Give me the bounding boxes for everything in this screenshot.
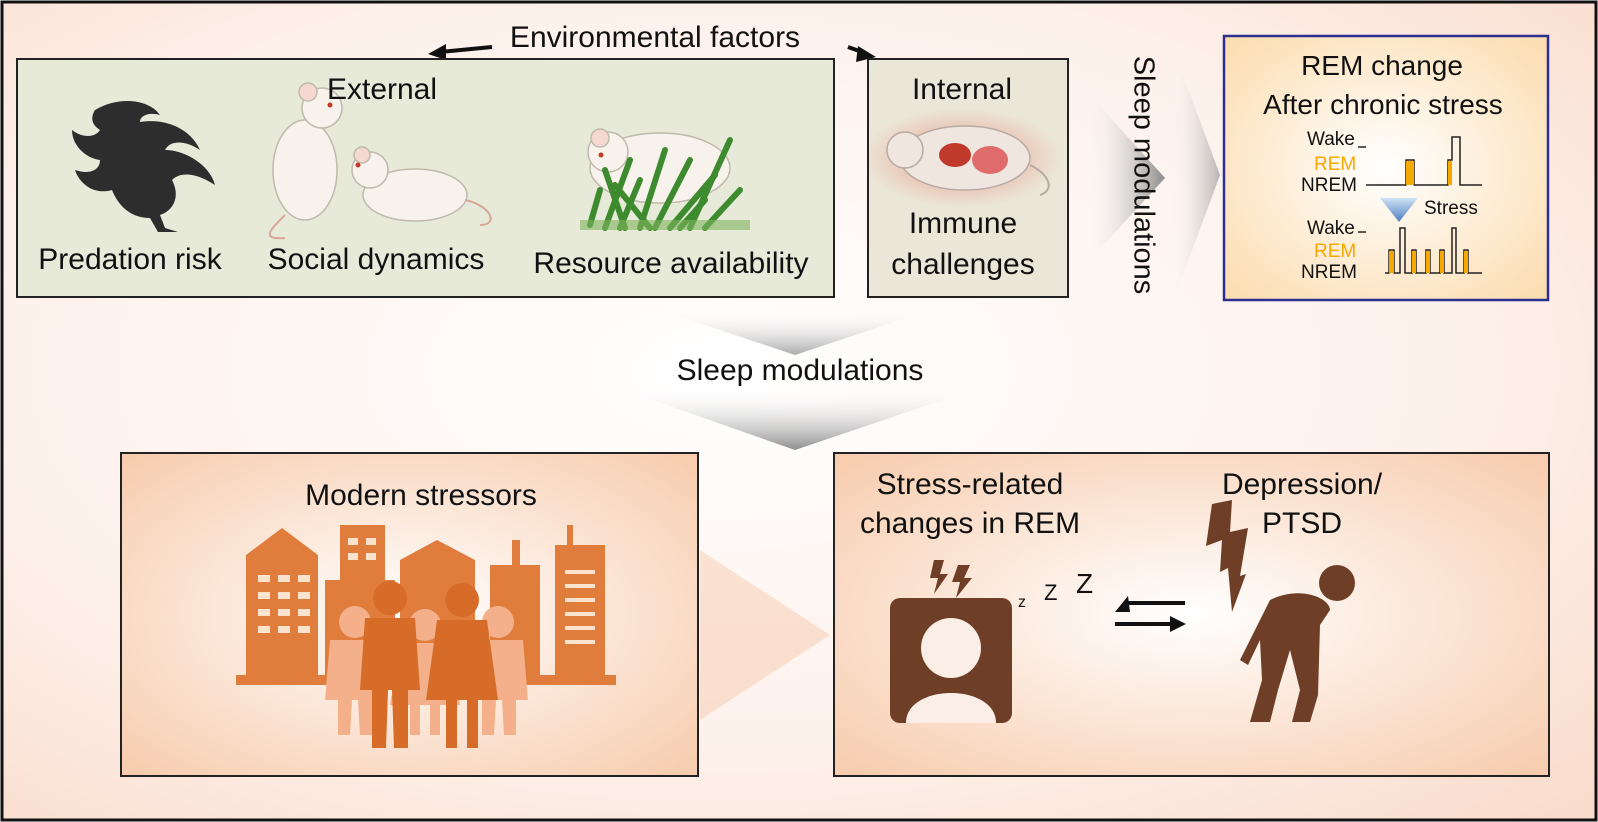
sleep-arrow-down-top — [660, 310, 930, 355]
rem-bars-after — [1389, 251, 1468, 273]
rem-bar — [1406, 161, 1414, 185]
people-front — [360, 581, 498, 748]
internal-heading: Internal — [911, 73, 1013, 106]
hypnogram-nrem-label-after: NREM — [1301, 262, 1357, 283]
hypnogram-nrem-label: NREM — [1301, 175, 1357, 196]
hypnogram-wake-label-after: Wake — [1307, 218, 1355, 239]
building-windows — [258, 538, 595, 644]
sleep-arrow-right — [1085, 90, 1165, 265]
rem-title-line1: REM change — [1301, 50, 1463, 81]
depression-line1: Depression/ — [1221, 468, 1383, 501]
stress-label: Stress — [1424, 198, 1478, 219]
resource-availability-label: Resource availability — [533, 247, 809, 280]
depressed-person-icon — [1206, 500, 1355, 722]
sleep-arrow-right-tail — [1170, 40, 1220, 310]
stress-related-line2: changes in REM — [859, 507, 1081, 540]
modern-stressors-heading: Modern stressors — [305, 479, 537, 512]
depression-line2: PTSD — [1261, 507, 1343, 540]
connector-arrow — [700, 550, 830, 720]
predation-risk-label: Predation risk — [38, 243, 222, 276]
hypnogram-wake-label: Wake — [1307, 129, 1355, 150]
immune-label-line1: Immune — [908, 207, 1018, 240]
external-heading: External — [326, 73, 438, 106]
social-dynamics-label: Social dynamics — [267, 243, 485, 276]
stress-related-line1: Stress-related — [876, 468, 1064, 501]
bird-silhouette — [72, 100, 215, 232]
rem-panel — [1222, 34, 1550, 302]
hypnogram-rem-label: REM — [1314, 154, 1357, 175]
hypnogram-rem-label-after: REM — [1314, 241, 1357, 262]
environmental-factors-title: Environmental factors — [509, 21, 801, 54]
stress-arrow — [1380, 198, 1418, 222]
rem-bar — [1448, 161, 1452, 185]
z-large: Z — [1076, 568, 1094, 599]
sleep-arrow-down — [618, 388, 978, 450]
internal-mouse — [886, 125, 1050, 196]
env-arrow-left — [428, 44, 493, 60]
z-small: z — [1018, 594, 1026, 611]
social-mice — [269, 82, 492, 240]
hypnogram-after — [1358, 227, 1482, 274]
rem-title-line2: After chronic stress — [1263, 89, 1503, 120]
sleep-modulations-center-label: Sleep modulations — [676, 354, 924, 387]
lightning-small-icon — [930, 560, 972, 598]
sleeping-head-icon — [890, 598, 1012, 723]
sleep-modulations-vertical-label: Sleep modulations — [1127, 55, 1160, 295]
z-medium: Z — [1044, 580, 1058, 605]
immune-label-line2: challenges — [891, 248, 1035, 281]
equilibrium-arrows — [1115, 596, 1186, 632]
